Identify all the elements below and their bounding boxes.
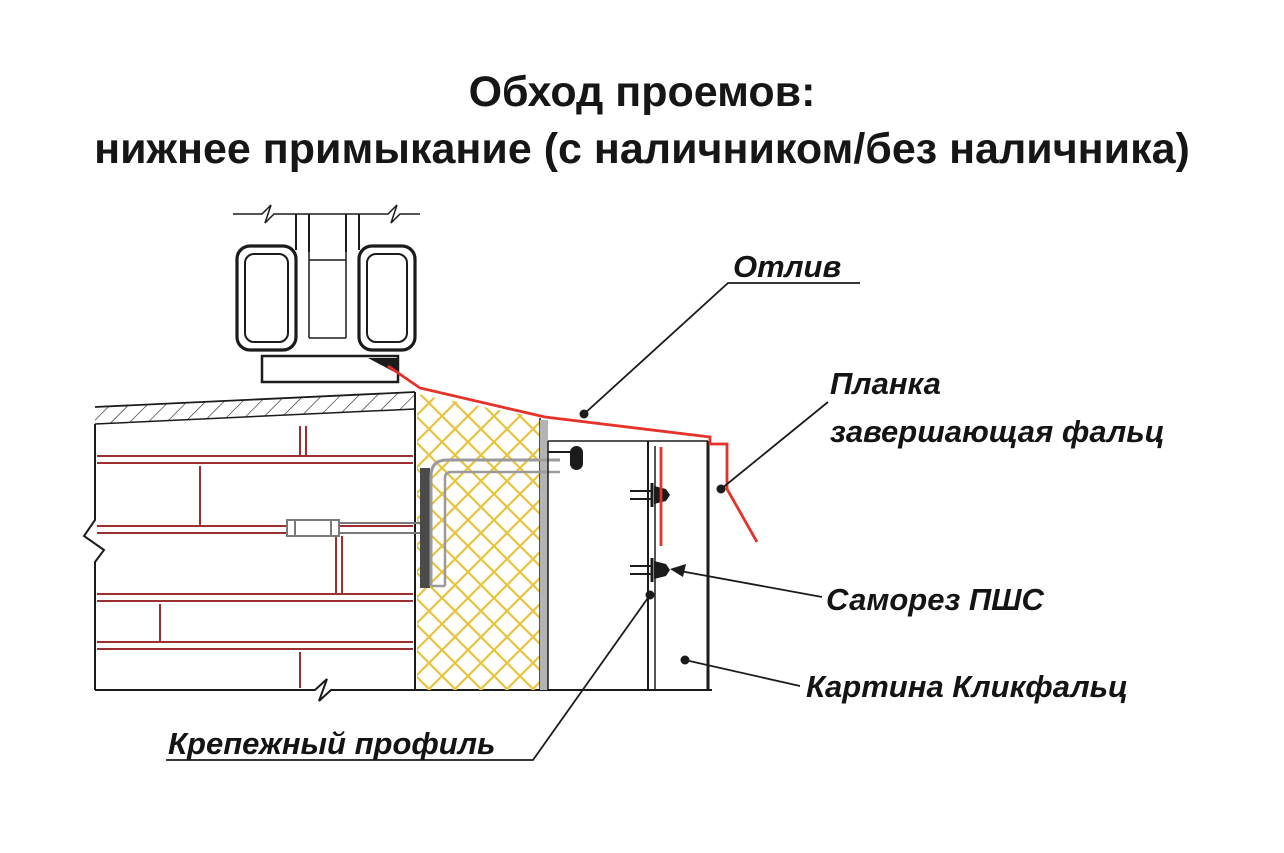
callout-otliv: Отлив (733, 249, 842, 284)
wall-top-hatch (94, 391, 416, 425)
masonry-joints (97, 426, 413, 688)
bracket-bolt (548, 446, 583, 470)
leader-dot-krepezh (645, 590, 655, 600)
sill-board (260, 354, 400, 384)
page-title: Обход проемов: нижнее примыкание (с нали… (0, 64, 1284, 178)
callout-kartina: Картина Кликфальц (806, 669, 1129, 704)
bracket-assembly (420, 458, 560, 588)
screw-lower (630, 558, 670, 582)
drip-flashing-red (387, 364, 759, 546)
leader-dot-kartina (680, 655, 690, 665)
leader-lines (166, 282, 860, 761)
callout-krepezh: Крепежный профиль (168, 726, 496, 761)
membrane-strip (540, 420, 548, 690)
anchor-fastener (286, 519, 421, 537)
callout-samorez: Саморез ПШС (826, 582, 1044, 617)
leader-terminals (579, 409, 726, 665)
callout-planka-line2: завершающая фальц (830, 414, 1165, 450)
leader-dot-planka (716, 484, 726, 494)
insulation-layer (417, 394, 541, 690)
leader-dot-otliv (579, 409, 589, 419)
window-frame (233, 204, 420, 352)
callout-planka: Планка завершающая фальц (830, 360, 1165, 456)
callout-planka-line1: Планка (830, 366, 941, 401)
title-line-2: нижнее примыкание (с наличником/без нали… (94, 125, 1190, 174)
screw-upper (630, 483, 670, 507)
title-line-1: Обход проемов: (468, 68, 816, 116)
leader-arrow-samorez (670, 564, 686, 577)
wall-outline (82, 392, 712, 702)
